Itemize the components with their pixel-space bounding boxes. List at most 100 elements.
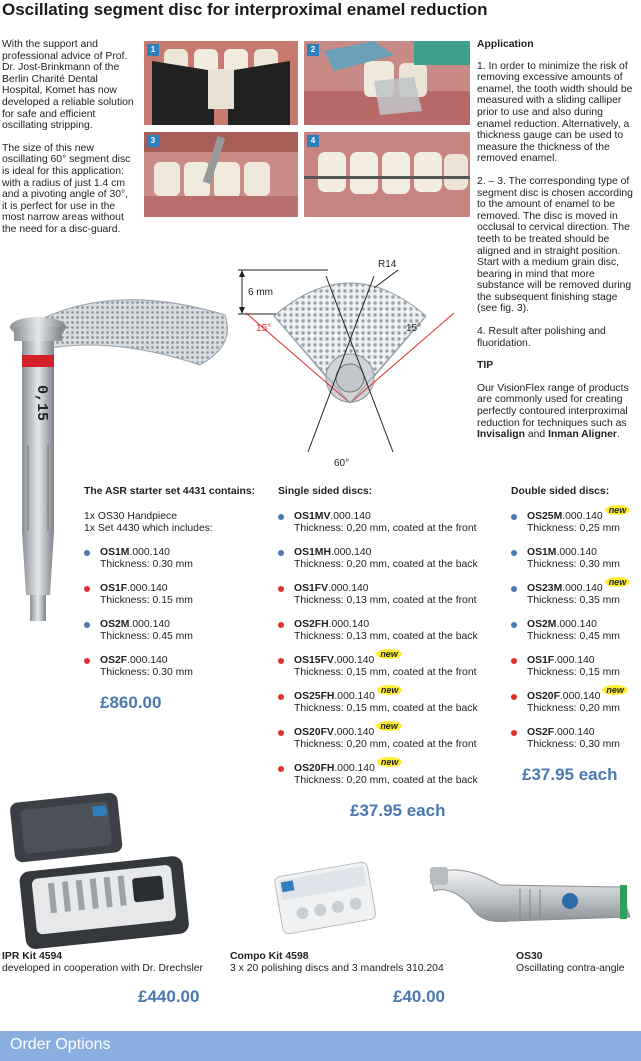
product-detail: Thickness: 0,20 mm xyxy=(527,703,620,714)
grit-dot-icon xyxy=(511,550,517,556)
compo-kit-description: 3 x 20 polishing discs and 3 mandrels 31… xyxy=(230,963,444,974)
product-code: OS23M xyxy=(527,583,563,594)
product-code: OS1MH xyxy=(294,547,331,558)
product-code-suffix: .000.140 xyxy=(330,511,371,522)
grit-dot-icon xyxy=(511,694,517,700)
segment-diagram: R14 6 mm 15° 15° 60° xyxy=(238,259,455,469)
left-angle-label: 15° xyxy=(256,323,271,334)
product-detail: Thickness: 0.30 mm xyxy=(100,667,193,678)
product-detail: Thickness: 0,25 mm xyxy=(527,523,620,534)
ipr-kit-image xyxy=(10,792,189,949)
product-code-suffix: .000.140 xyxy=(129,619,170,630)
right-angle-label: 15° xyxy=(406,323,421,334)
order-options-bar[interactable]: Order Options xyxy=(0,1031,641,1061)
product-detail: Thickness: 0,30 mm xyxy=(527,559,620,570)
product-detail: Thickness: 0,35 mm xyxy=(527,595,620,606)
photo-4-result: 4 xyxy=(304,132,470,217)
tip-inman-aligner: Inman Aligner xyxy=(548,429,617,441)
intro-text: With the support and professional advice… xyxy=(2,39,135,247)
grit-dot-icon xyxy=(278,658,284,664)
application-heading: Application xyxy=(477,39,534,50)
application-step-4: 4. Result after polishing and fluoridati… xyxy=(477,326,606,349)
height-label: 6 mm xyxy=(248,287,273,298)
product-code-suffix: .000.140 xyxy=(559,691,601,702)
product-code-suffix: .000.140 xyxy=(334,763,375,774)
double-sided-price: £37.95 each xyxy=(522,765,618,784)
product-code-suffix: .000.140 xyxy=(129,547,170,558)
product-code-suffix: .000.140 xyxy=(556,619,597,630)
product-detail: Thickness: 0.30 mm xyxy=(100,559,193,570)
product-detail: Thickness: 0.45 mm xyxy=(100,631,193,642)
os30-caption: OS30 Oscillating contra-angle xyxy=(516,951,625,975)
segment-disc-mesh xyxy=(29,299,229,366)
product-code-suffix: .000.140 xyxy=(556,547,597,558)
product-code: OS2M xyxy=(100,619,130,630)
radius-label: R14 xyxy=(378,259,397,270)
new-badge: new xyxy=(376,721,402,731)
tip-text-end: . xyxy=(616,429,620,441)
grit-dot-icon xyxy=(278,730,284,736)
product-code-suffix: .000.140 xyxy=(334,691,375,702)
application-step-2: 2. – 3. The corresponding type of segmen… xyxy=(477,175,633,315)
ipr-kit-name: IPR Kit 4594 xyxy=(2,951,63,962)
grit-dot-icon xyxy=(278,514,284,520)
photo-2-disc-application: 2 xyxy=(304,41,470,125)
product-code-suffix: .000.140 xyxy=(554,655,595,666)
grit-dot-icon xyxy=(278,766,284,772)
product-code-suffix: .000.140 xyxy=(127,655,168,666)
ipr-kit-caption: IPR Kit 4594 developed in cooperation wi… xyxy=(2,951,203,975)
product-detail: Thickness: 0,15 mm, coated at the back xyxy=(294,703,478,714)
product-code: OS2F xyxy=(527,727,555,738)
product-code: OS2FH xyxy=(294,619,329,630)
photo-badge-2: 2 xyxy=(307,44,319,56)
red-ring xyxy=(22,355,54,367)
product-detail: Thickness: 0,45 mm xyxy=(527,631,620,642)
grit-dot-icon xyxy=(511,586,517,592)
starter-set-price: £860.00 xyxy=(100,693,162,712)
grit-dot-icon xyxy=(84,550,90,556)
compo-kit-name: Compo Kit 4598 xyxy=(230,951,309,962)
starter-set-handpiece: 1x OS30 Handpiece xyxy=(84,511,177,522)
product-code-suffix: .000.140 xyxy=(562,511,603,522)
photo-3-illustration xyxy=(144,132,298,217)
grit-dot-icon xyxy=(511,658,517,664)
page-title: Oscillating segment disc for interproxim… xyxy=(2,0,488,19)
handpiece-thickness-label: 0,15 xyxy=(33,385,50,421)
product-detail: Thickness: 0,20 mm, coated at the back xyxy=(294,559,478,570)
photo-1-tooth-measurement: 1 xyxy=(144,41,298,125)
product-detail: Thickness: 0,20 mm, coated at the front xyxy=(294,739,477,750)
product-code-suffix: .000.140 xyxy=(127,583,168,594)
double-sided-heading: Double sided discs: xyxy=(511,486,610,497)
application-text: Application 1. In order to minimize the … xyxy=(477,39,639,452)
application-step-1: 1. In order to minimize the risk of remo… xyxy=(477,60,633,165)
starter-set-includes: 1x Set 4430 which includes: xyxy=(84,523,213,534)
product-code-suffix: .000.140 xyxy=(328,619,370,630)
product-code: OS15FV xyxy=(294,655,334,666)
product-code: OS1FV xyxy=(294,583,329,594)
photo-badge-3: 3 xyxy=(147,135,159,147)
product-code: OS20F xyxy=(527,691,560,702)
product-detail: Thickness: 0,20 mm, coated at the back xyxy=(294,775,478,786)
product-detail: Thickness: 0,13 mm, coated at the front xyxy=(294,595,477,606)
grit-dot-icon xyxy=(511,622,517,628)
product-code: OS20FV xyxy=(294,727,334,738)
product-code: OS1F xyxy=(527,655,555,666)
product-code-suffix: .000.140 xyxy=(562,583,603,594)
compo-kit-caption: Compo Kit 4598 3 x 20 polishing discs an… xyxy=(230,951,444,975)
product-code-suffix: .000.140 xyxy=(330,547,372,558)
os30-name: OS30 xyxy=(516,951,543,962)
photo-badge-4: 4 xyxy=(307,135,319,147)
